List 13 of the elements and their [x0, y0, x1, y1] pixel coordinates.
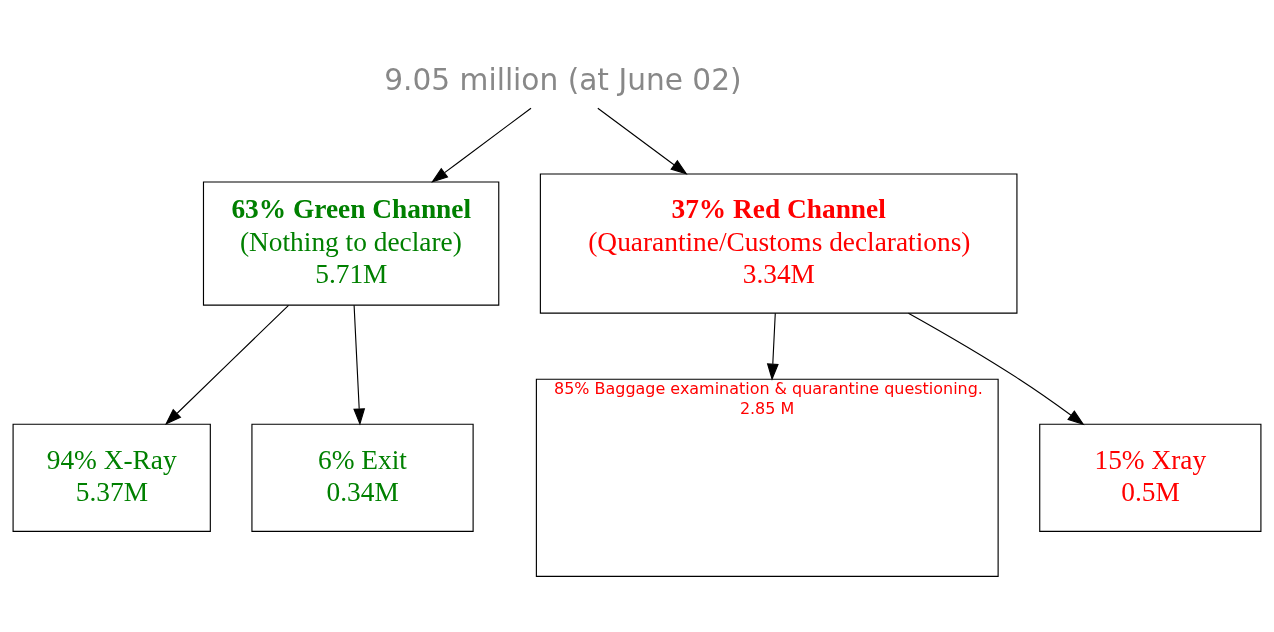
arrow	[766, 312, 779, 381]
arrow	[431, 107, 532, 183]
arrow	[164, 304, 290, 425]
arrow	[907, 312, 1085, 425]
node-text: 9.05 million (at June 02)	[384, 61, 742, 97]
node-box: 63% Green Channel (Nothing to declare) 5.71M	[202, 180, 500, 306]
node-box: 37% Red Channel (Quarantine/Customs declarations) 3.34M	[539, 172, 1018, 314]
node-box: 94% X-Ray 5.37M	[12, 423, 211, 532]
node-box: 85% Baggage examination & quarantine questioning. 2.85 M	[535, 378, 999, 577]
arrow	[597, 107, 688, 175]
node-box: 15% Xray 0.5M	[1039, 423, 1262, 532]
node-box: 6% Exit 0.34M	[251, 423, 474, 532]
arrow	[353, 304, 366, 426]
